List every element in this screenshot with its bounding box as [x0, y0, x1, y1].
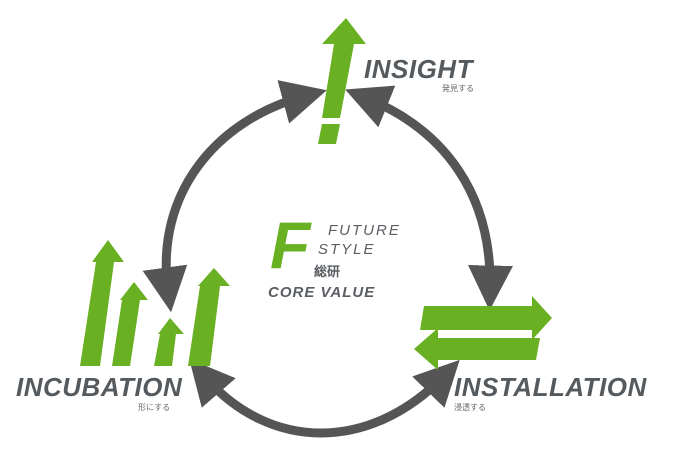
- cycle-arrow-insight-installation: [345, 85, 513, 311]
- future-style-logo-letter: F: [270, 208, 311, 282]
- cycle-arrow-installation-incubation: [189, 359, 460, 438]
- insight-label: INSIGHT: [364, 54, 473, 84]
- logo-line-style: STYLE: [318, 241, 376, 258]
- core-value-title: CORE VALUE: [268, 284, 376, 301]
- growth-bars-icon: [80, 240, 230, 366]
- insight-sublabel: 発見する: [442, 84, 474, 93]
- cycle-arrow-incubation-insight: [142, 80, 327, 313]
- incubation-label: INCUBATION: [16, 372, 183, 402]
- logo-line-soken: 総研: [314, 265, 341, 280]
- installation-label: INSTALLATION: [454, 372, 647, 402]
- logo-line-future: FUTURE: [328, 222, 401, 239]
- exclamation-arrow-icon: [318, 18, 366, 144]
- exchange-arrows-icon: [414, 296, 552, 370]
- incubation-sublabel: 形にする: [138, 403, 171, 412]
- installation-sublabel: 浸透する: [454, 403, 486, 412]
